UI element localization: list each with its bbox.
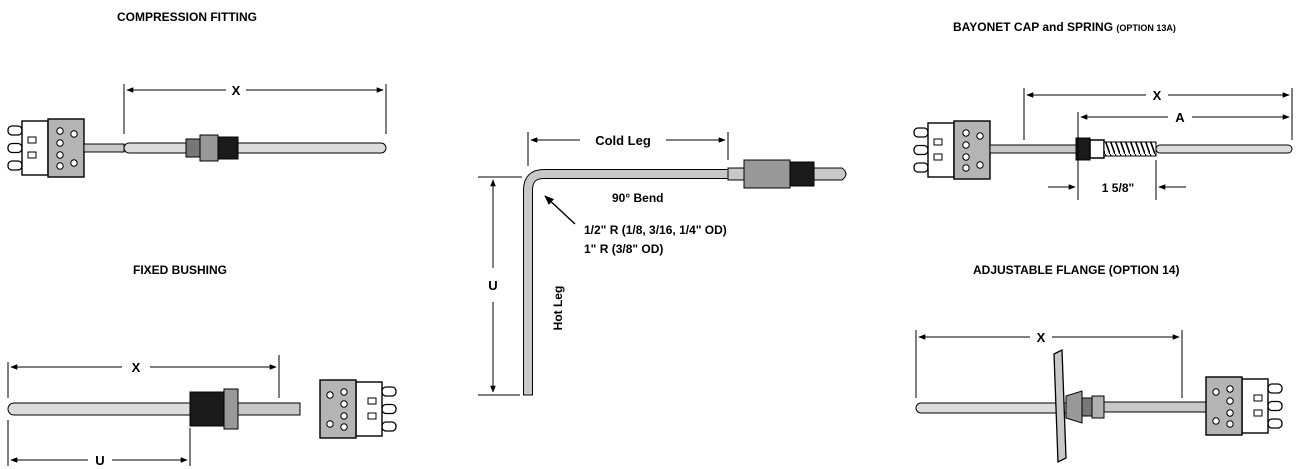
dim-u-fixed: U (95, 453, 104, 468)
bayonet-option-label: (OPTION 13A) (1116, 23, 1176, 33)
dim-a-bayonet: A (1175, 110, 1185, 125)
title-adjustable-flange: ADJUSTABLE FLANGE (OPTION 14) (973, 263, 1180, 277)
title-compression-fitting: COMPRESSION FITTING (117, 10, 258, 24)
title-bayonet-cap: BAYONET CAP and SPRING (OPTION 13A) (953, 20, 1176, 34)
title-fixed-bushing: FIXED BUSHING (133, 263, 228, 277)
bayonet-figure: X A 1 5/8" (913, 88, 1293, 200)
compression-fitting-figure: X (7, 83, 387, 178)
dim-x-flange: X (1037, 330, 1046, 345)
bend-radius-small: 1/2" R (1/8, 3/16, 1/4" OD) (584, 223, 727, 237)
bend-90-label: 90° Bend (612, 191, 663, 205)
bayonet-title-label: BAYONET CAP and SPRING (953, 20, 1114, 34)
adjustable-flange-figure: X (915, 330, 1283, 464)
dim-x-fixed: X (132, 360, 141, 375)
hot-leg-label: Hot Leg (551, 286, 565, 331)
dim-u-bend: U (488, 278, 497, 293)
bend-figure: Cold Leg U Hot Leg 90° Bend 1/2" R (1/8,… (478, 132, 847, 396)
dim-x-bayonet: X (1153, 88, 1162, 103)
bend-radius-large: 1" R (3/8" OD) (584, 242, 663, 256)
dim-spring-length: 1 5/8" (1102, 181, 1134, 195)
cold-leg-label: Cold Leg (595, 133, 651, 148)
fixed-bushing-figure: X U (7, 355, 397, 468)
dim-x-compression: X (232, 83, 241, 98)
